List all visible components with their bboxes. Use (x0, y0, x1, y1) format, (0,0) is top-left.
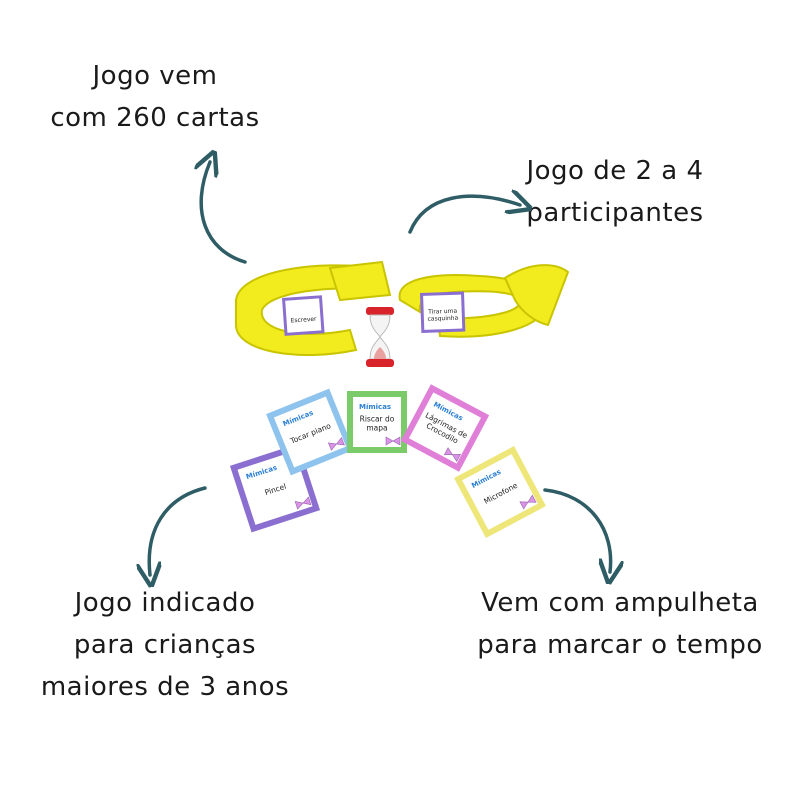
caption-players: Jogo de 2 a 4 participantes (500, 150, 730, 234)
card-face (353, 397, 401, 447)
bow-icon (294, 496, 312, 510)
bow-icon (327, 437, 345, 451)
card-label: mapa (366, 424, 387, 433)
curved-arrow-icon (149, 486, 207, 575)
headband-right: Tirar uma casquinha (398, 264, 570, 338)
card-face (408, 392, 482, 464)
hourglass-icon (366, 307, 394, 367)
curved-arrow-icon (408, 196, 520, 234)
caption-line: Jogo indicado (74, 588, 256, 618)
caption-card-count: Jogo vem com 260 cartas (30, 55, 280, 139)
headband-left: Escrever (235, 260, 392, 356)
caption-line: maiores de 3 anos (40, 672, 290, 702)
caption-hourglass: Vem com ampulheta para marcar o tempo (455, 582, 785, 666)
headband-card-right: Tirar uma casquinha (420, 291, 466, 333)
caption-line: Jogo de 2 a 4 (526, 156, 704, 186)
card-logo: Mímicas (359, 403, 391, 411)
headband-card-left: Escrever (282, 295, 325, 336)
caption-line: participantes (526, 198, 704, 228)
bow-icon (443, 447, 461, 462)
caption-line: Vem com ampulheta (481, 588, 759, 618)
headband-card-label: Tirar uma (427, 308, 458, 316)
bow-icon (519, 494, 537, 510)
curved-arrow-icon (201, 162, 247, 264)
card-label: Riscar do (360, 415, 395, 424)
card-face (273, 396, 347, 468)
caption-line: com 260 cartas (50, 103, 260, 133)
headband-card-label: Escrever (290, 316, 317, 325)
card-face (462, 454, 538, 530)
caption-line: para crianças (73, 630, 257, 660)
caption-age: Jogo indicado para crianças maiores de 3… (20, 582, 310, 708)
caption-line: Jogo vem (92, 61, 218, 91)
headband-card-label: casquinha (427, 315, 458, 323)
curved-arrow-icon (543, 488, 611, 572)
bow-icon (385, 436, 401, 446)
caption-line: para marcar o tempo (477, 630, 763, 660)
